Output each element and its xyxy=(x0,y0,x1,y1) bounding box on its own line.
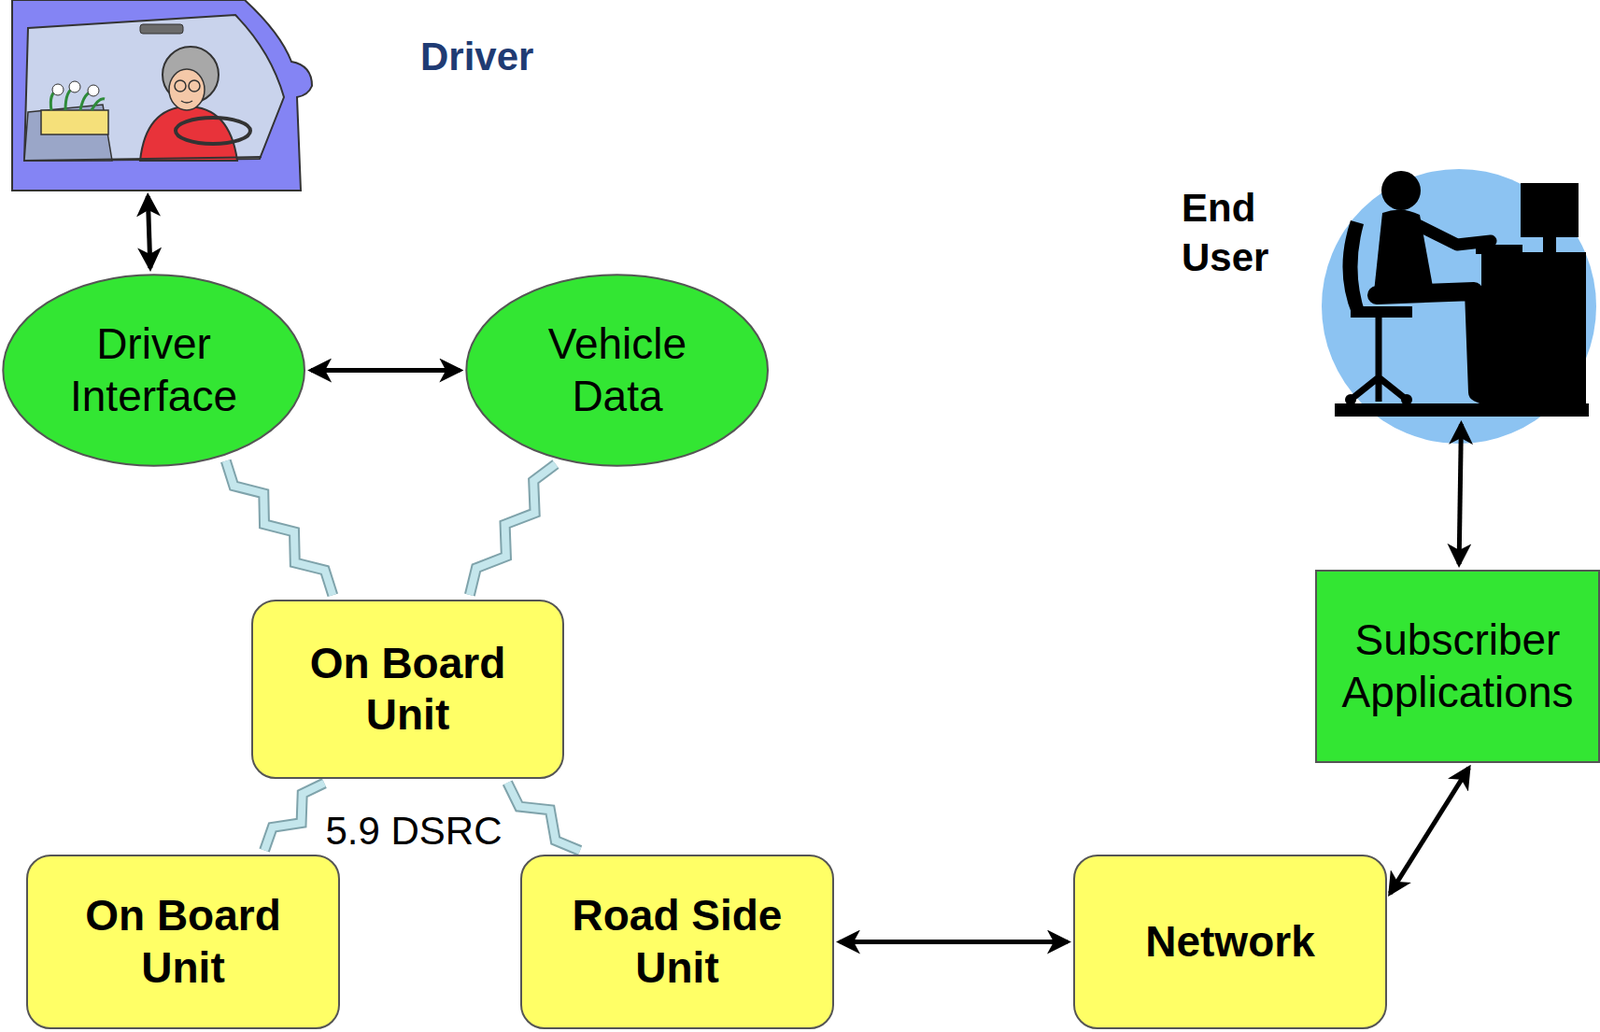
end-user-node: End User xyxy=(1326,163,1600,419)
green-ellipse: Driver Interface xyxy=(1,273,306,468)
arrow-connector xyxy=(1389,767,1469,894)
unit-box: On Board Unit xyxy=(26,854,340,1030)
arrow-connector xyxy=(1458,424,1461,565)
lightning-fill xyxy=(507,782,581,851)
ellipse-shape xyxy=(467,274,769,467)
driver-node: Driver xyxy=(12,0,311,191)
ellipse-outline xyxy=(465,273,769,468)
end-user-illustration xyxy=(1321,169,1597,444)
node-label: On Board Unit xyxy=(66,890,300,993)
unit-box: On Board Unit xyxy=(251,599,565,779)
lightning-outline xyxy=(507,782,581,851)
wireless-link xyxy=(264,783,325,851)
lightning-outline xyxy=(469,464,556,595)
arrow-line xyxy=(1389,767,1469,894)
lightning-outline xyxy=(226,461,333,596)
wireless-link xyxy=(226,461,333,596)
green-ellipse: Vehicle Data xyxy=(465,273,769,468)
lightning-outline xyxy=(264,783,325,851)
ellipse-shape xyxy=(2,274,305,467)
outside-label-holder: End User xyxy=(1181,184,1287,283)
node-label: Network xyxy=(1145,916,1315,968)
arrow-line xyxy=(1458,424,1461,565)
lightning-fill xyxy=(226,461,333,596)
node-label: On Board Unit xyxy=(291,637,525,741)
node-label: Subscriber Applications xyxy=(1333,614,1582,718)
outside-label-holder: Driver xyxy=(420,33,534,81)
node-label: Vehicle Data xyxy=(516,318,718,422)
arrow-connector xyxy=(311,369,460,371)
lightning-fill xyxy=(264,783,325,851)
arrow-line xyxy=(147,196,151,269)
ellipse-outline xyxy=(1,273,306,468)
actor-label: End User xyxy=(1181,184,1287,283)
unit-box: Road Side Unit xyxy=(520,854,835,1030)
arrow-connector xyxy=(839,941,1068,943)
actor-label: Driver xyxy=(420,33,534,81)
car-illustration xyxy=(12,0,312,191)
lightning-fill xyxy=(469,464,556,595)
arrow-line xyxy=(311,368,460,373)
link-label: 5.9 DSRC xyxy=(321,807,506,855)
wireless-link xyxy=(507,782,581,851)
node-label: Road Side Unit xyxy=(560,890,794,993)
node-label: Driver Interface xyxy=(53,318,255,422)
application-box: Subscriber Applications xyxy=(1315,569,1600,764)
link-label-holder: 5.9 DSRC xyxy=(321,807,506,855)
arrow-connector xyxy=(147,196,151,269)
wireless-link xyxy=(469,464,556,595)
unit-box: Network xyxy=(1073,854,1388,1030)
arrow-line xyxy=(839,939,1068,945)
